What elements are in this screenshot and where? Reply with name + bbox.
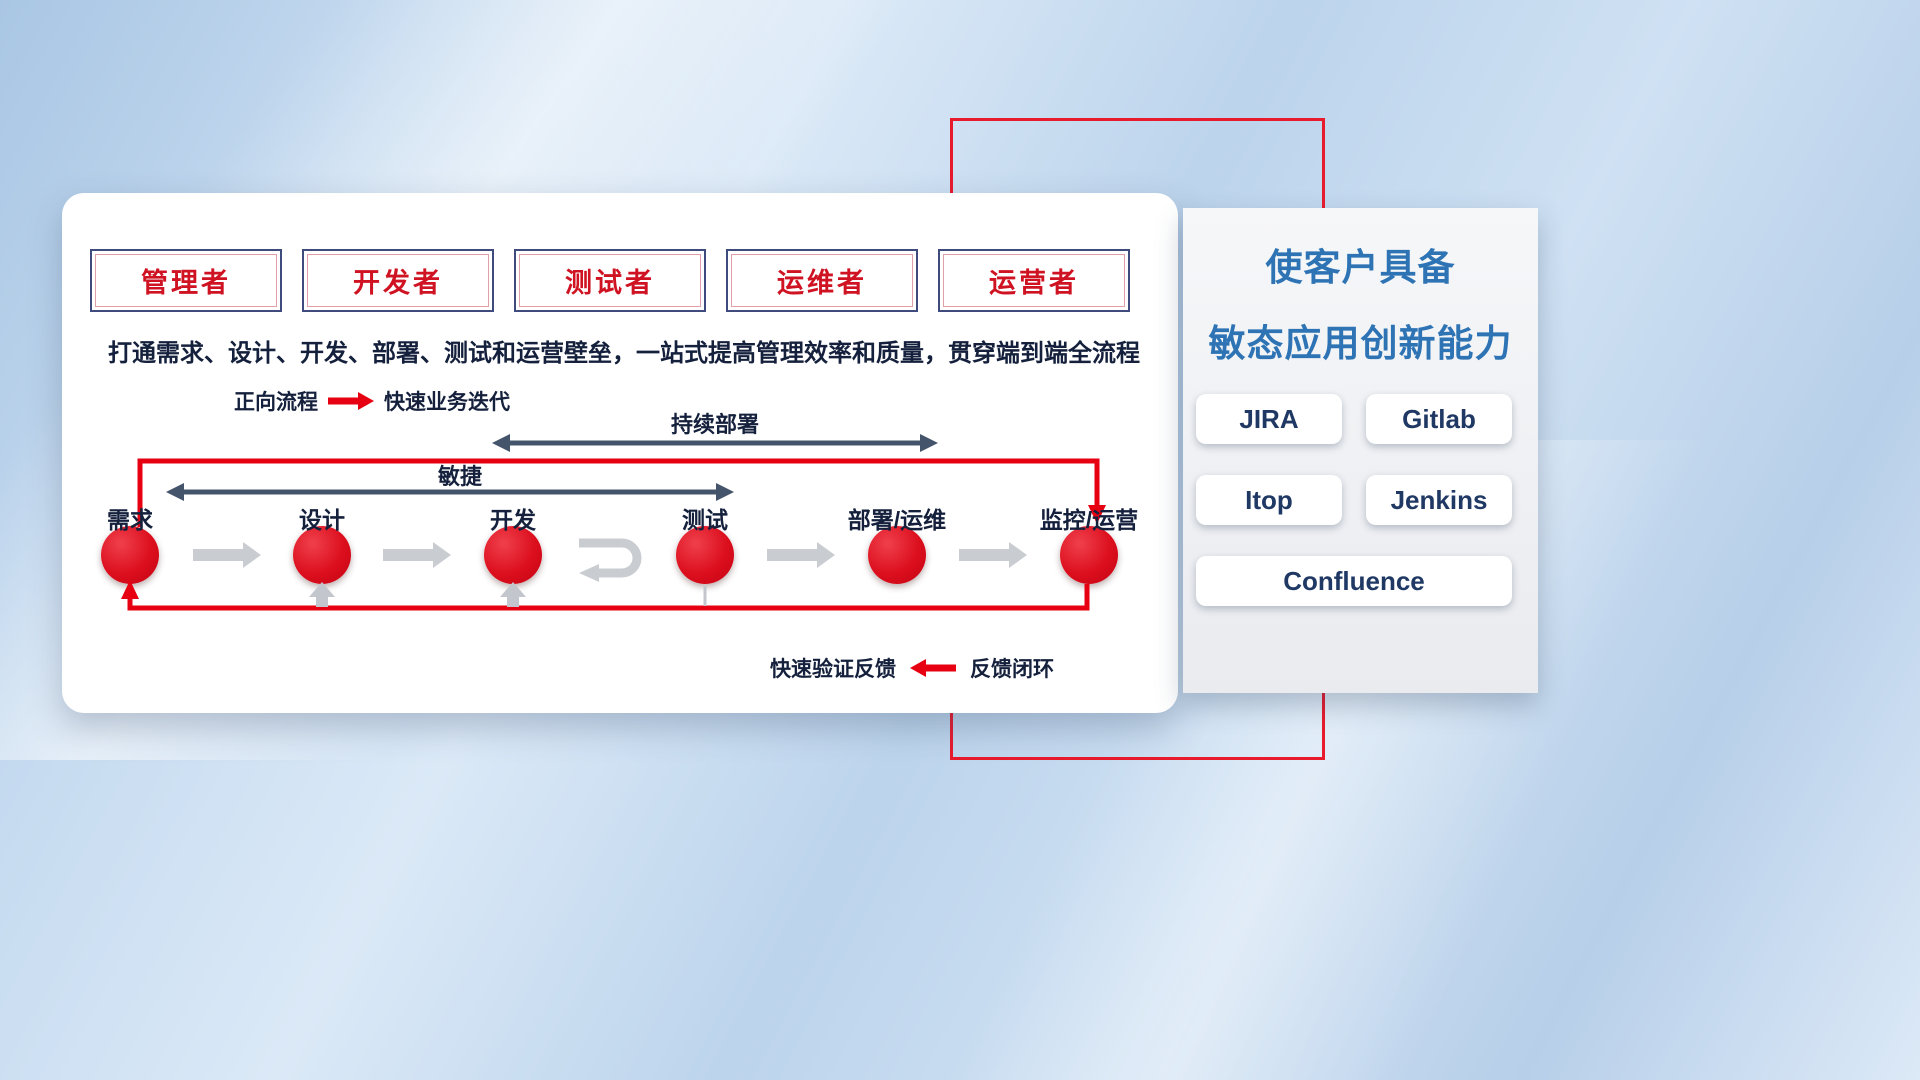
- forward-arrow-shape: [328, 392, 374, 410]
- feedback-legend-label: 反馈闭环: [970, 658, 1054, 681]
- role-box-business-ops: 运营者: [938, 249, 1130, 312]
- agile-left-arrowhead-icon: [166, 483, 184, 501]
- continuous-deployment-label: 持续部署: [670, 412, 759, 437]
- stage-node-development: [484, 526, 542, 584]
- stage-label-requirements: 需求: [107, 507, 153, 533]
- tool-itop: Itop: [1196, 475, 1342, 525]
- stage-node-monitor-ops: [1060, 526, 1118, 584]
- stage-node-deploy-ops: [868, 526, 926, 584]
- role-label: 开发者: [353, 268, 443, 298]
- role-label: 测试者: [565, 268, 655, 298]
- stage-label-monitor-ops: 监控/运营: [1039, 507, 1139, 533]
- tool-confluence: Confluence: [1196, 556, 1512, 606]
- agile-right-arrowhead-icon: [716, 483, 734, 501]
- stage-label-design: 设计: [299, 507, 345, 533]
- forward-legend-desc: 快速业务迭代: [384, 391, 510, 414]
- role-boxes-row: 管理者 开发者 测试者 运维者 运营者: [90, 249, 1152, 312]
- agile-label: 敏捷: [437, 464, 482, 489]
- role-label: 运营者: [989, 268, 1079, 298]
- feedback-up-arrow-development-icon: [500, 582, 526, 607]
- capability-panel: 使客户具备 敏态应用创新能力 JIRA Gitlab Itop Jenkins …: [1183, 208, 1538, 693]
- role-box-operations: 运维者: [726, 249, 918, 312]
- forward-arrow-right-icon: [328, 392, 374, 410]
- feedback-legend: 快速验证反馈 反馈闭环: [770, 653, 1054, 683]
- forward-legend: 正向流程 快速业务迭代: [234, 386, 510, 416]
- stage-label-deploy-ops: 部署/运维: [847, 507, 947, 533]
- feedback-arrow-left-icon: [910, 659, 956, 677]
- stage-label-testing: 测试: [682, 507, 728, 533]
- role-box-developer: 开发者: [302, 249, 494, 312]
- iterate-symbol-arrowhead-icon: [579, 564, 599, 582]
- cd-right-arrowhead-icon: [920, 434, 938, 452]
- step-arrow-1-icon: [193, 542, 261, 568]
- role-label: 管理者: [141, 268, 231, 298]
- tool-chip-grid: JIRA Gitlab Itop Jenkins Confluence: [1196, 394, 1526, 606]
- feedback-legend-desc: 快速验证反馈: [770, 658, 896, 681]
- step-arrow-5-icon: [959, 542, 1027, 568]
- tool-gitlab: Gitlab: [1366, 394, 1512, 444]
- iterate-symbol-icon: [579, 538, 642, 578]
- step-arrow-4-icon: [767, 542, 835, 568]
- feedback-up-arrow-design-icon: [309, 582, 335, 607]
- panel-title-line2: 敏态应用创新能力: [1208, 322, 1513, 364]
- stage-node-design: [293, 526, 351, 584]
- stage-node-testing: [676, 526, 734, 584]
- stage-label-development: 开发: [490, 507, 536, 533]
- tool-jira: JIRA: [1196, 394, 1342, 444]
- feedback-arrow-shape: [910, 659, 956, 677]
- feedback-loop-line: [127, 584, 1090, 611]
- role-label: 运维者: [777, 268, 867, 298]
- devops-flow-card: 管理者 开发者 测试者 运维者 运营者 打通需求、设计、开发、部署、测试和运营壁…: [62, 193, 1178, 713]
- role-box-manager: 管理者: [90, 249, 282, 312]
- panel-title-line1: 使客户具备: [1265, 247, 1456, 288]
- tool-jenkins: Jenkins: [1366, 475, 1512, 525]
- step-arrow-2-icon: [383, 542, 451, 568]
- cd-left-arrowhead-icon: [492, 434, 510, 452]
- panel-title: 使客户具备 敏态应用创新能力: [1183, 230, 1538, 382]
- role-box-tester: 测试者: [514, 249, 706, 312]
- stage-node-requirements: [101, 526, 159, 584]
- forward-legend-label: 正向流程: [234, 391, 318, 414]
- card-subtitle: 打通需求、设计、开发、部署、测试和运营壁垒，一站式提高管理效率和质量，贯穿端到端…: [108, 340, 1140, 367]
